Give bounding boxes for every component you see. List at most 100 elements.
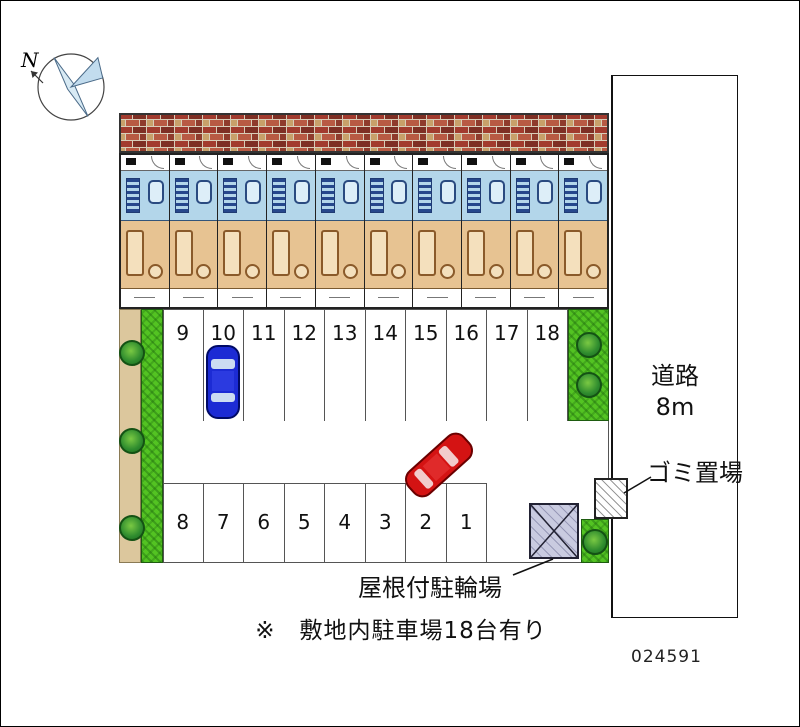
north-arrowhead <box>31 71 38 78</box>
parking-stall-9: 9 <box>163 309 204 421</box>
apartment-unit <box>413 155 462 307</box>
parking-stall-15: 15 <box>406 309 447 421</box>
unit-living-room <box>218 221 267 289</box>
unit-bathroom <box>364 171 413 221</box>
unit-stairs <box>564 178 579 213</box>
unit-stairs <box>272 178 287 213</box>
door-swing-arc <box>345 156 359 169</box>
unit-table <box>147 264 163 279</box>
stall-number: 16 <box>453 321 479 345</box>
door-swing-arc <box>248 156 262 169</box>
parking-stall-16: 16 <box>447 309 487 421</box>
door-swing-arc <box>491 156 505 169</box>
unit-living-room <box>315 221 364 289</box>
bicycle-parking-structure <box>529 503 579 559</box>
north-label: N <box>20 48 40 72</box>
unit-entry <box>559 155 608 171</box>
unit-balcony <box>413 289 461 307</box>
unit-bathroom <box>218 171 267 221</box>
building-units <box>119 153 609 309</box>
unit-table <box>391 264 407 279</box>
unit-balcony <box>559 289 608 307</box>
stall-number: 9 <box>176 321 190 345</box>
unit-balcony <box>218 289 267 307</box>
unit-bathroom <box>169 171 218 221</box>
parking-stall-8: 8 <box>163 484 204 563</box>
unit-stairs <box>466 178 481 213</box>
unit-balcony <box>267 289 315 307</box>
unit-bathroom <box>267 171 315 221</box>
parking-stall-17: 17 <box>487 309 528 421</box>
apartment-unit <box>315 155 365 307</box>
red-car-icon <box>405 432 473 498</box>
stall-number: 13 <box>332 321 358 345</box>
stall-number: 17 <box>494 321 520 345</box>
unit-balcony <box>510 289 559 307</box>
parking-stall-11: 11 <box>244 309 285 421</box>
parking-stall-18: 18 <box>528 309 568 421</box>
unit-bed <box>369 230 388 276</box>
unit-bathtub <box>586 180 603 204</box>
door-swing-arc <box>589 156 603 169</box>
stall-number: 7 <box>216 510 230 534</box>
unit-entry <box>461 155 510 171</box>
unit-living-room <box>121 221 169 289</box>
stall-number: 2 <box>419 510 433 534</box>
apartment-unit <box>121 155 170 307</box>
apartment-unit <box>364 155 414 307</box>
road-name: 道路 <box>651 362 699 390</box>
unit-bathroom <box>510 171 559 221</box>
unit-entry <box>413 155 461 171</box>
unit-door <box>272 158 283 165</box>
tree-icon <box>582 529 608 555</box>
parking-stall-1: 1 <box>447 484 487 563</box>
unit-living-room <box>461 221 510 289</box>
tree-icon <box>119 428 145 454</box>
unit-door <box>126 158 136 165</box>
unit-living-room <box>267 221 315 289</box>
unit-door <box>369 158 380 165</box>
stall-number: 15 <box>413 321 439 345</box>
site-note: ※ 敷地内駐車場18台有り <box>255 618 547 644</box>
stall-number: 6 <box>257 510 271 534</box>
unit-door <box>466 158 477 165</box>
tree-icon <box>119 515 145 541</box>
unit-bathroom <box>559 171 608 221</box>
unit-balcony <box>121 289 169 307</box>
unit-door <box>320 158 331 165</box>
unit-bed <box>223 230 242 276</box>
unit-balcony <box>169 289 218 307</box>
blue-car-icon <box>206 345 240 419</box>
compass-needle <box>53 56 104 117</box>
unit-bed <box>174 230 193 276</box>
unit-balcony <box>315 289 364 307</box>
unit-living-room <box>413 221 461 289</box>
unit-entry <box>218 155 267 171</box>
parking-stall-14: 14 <box>366 309 406 421</box>
unit-bed <box>320 230 339 276</box>
unit-bathtub <box>245 180 262 204</box>
tree-icon <box>119 340 145 366</box>
stall-number: 8 <box>176 510 190 534</box>
hedge-left <box>141 309 163 563</box>
unit-bed <box>126 230 144 276</box>
parking-stall-13: 13 <box>325 309 366 421</box>
apartment-unit <box>267 155 316 307</box>
parking-row-bottom: 8 7 6 5 4 3 2 1 <box>163 483 487 563</box>
unit-stairs <box>174 178 189 213</box>
apartment-unit <box>218 155 268 307</box>
unit-living-room <box>169 221 218 289</box>
apartment-unit <box>559 155 608 307</box>
door-swing-arc <box>296 156 310 169</box>
unit-stairs <box>515 178 530 213</box>
road-width: 8m <box>655 393 695 422</box>
door-swing-arc <box>199 156 213 169</box>
unit-bathtub <box>342 180 359 204</box>
parking-stall-6: 6 <box>244 484 285 563</box>
parking-stall-12: 12 <box>285 309 325 421</box>
door-swing-arc <box>442 156 456 169</box>
tree-icon <box>576 372 602 398</box>
unit-stairs <box>126 178 140 213</box>
unit-table <box>488 264 504 279</box>
unit-bathroom <box>413 171 461 221</box>
